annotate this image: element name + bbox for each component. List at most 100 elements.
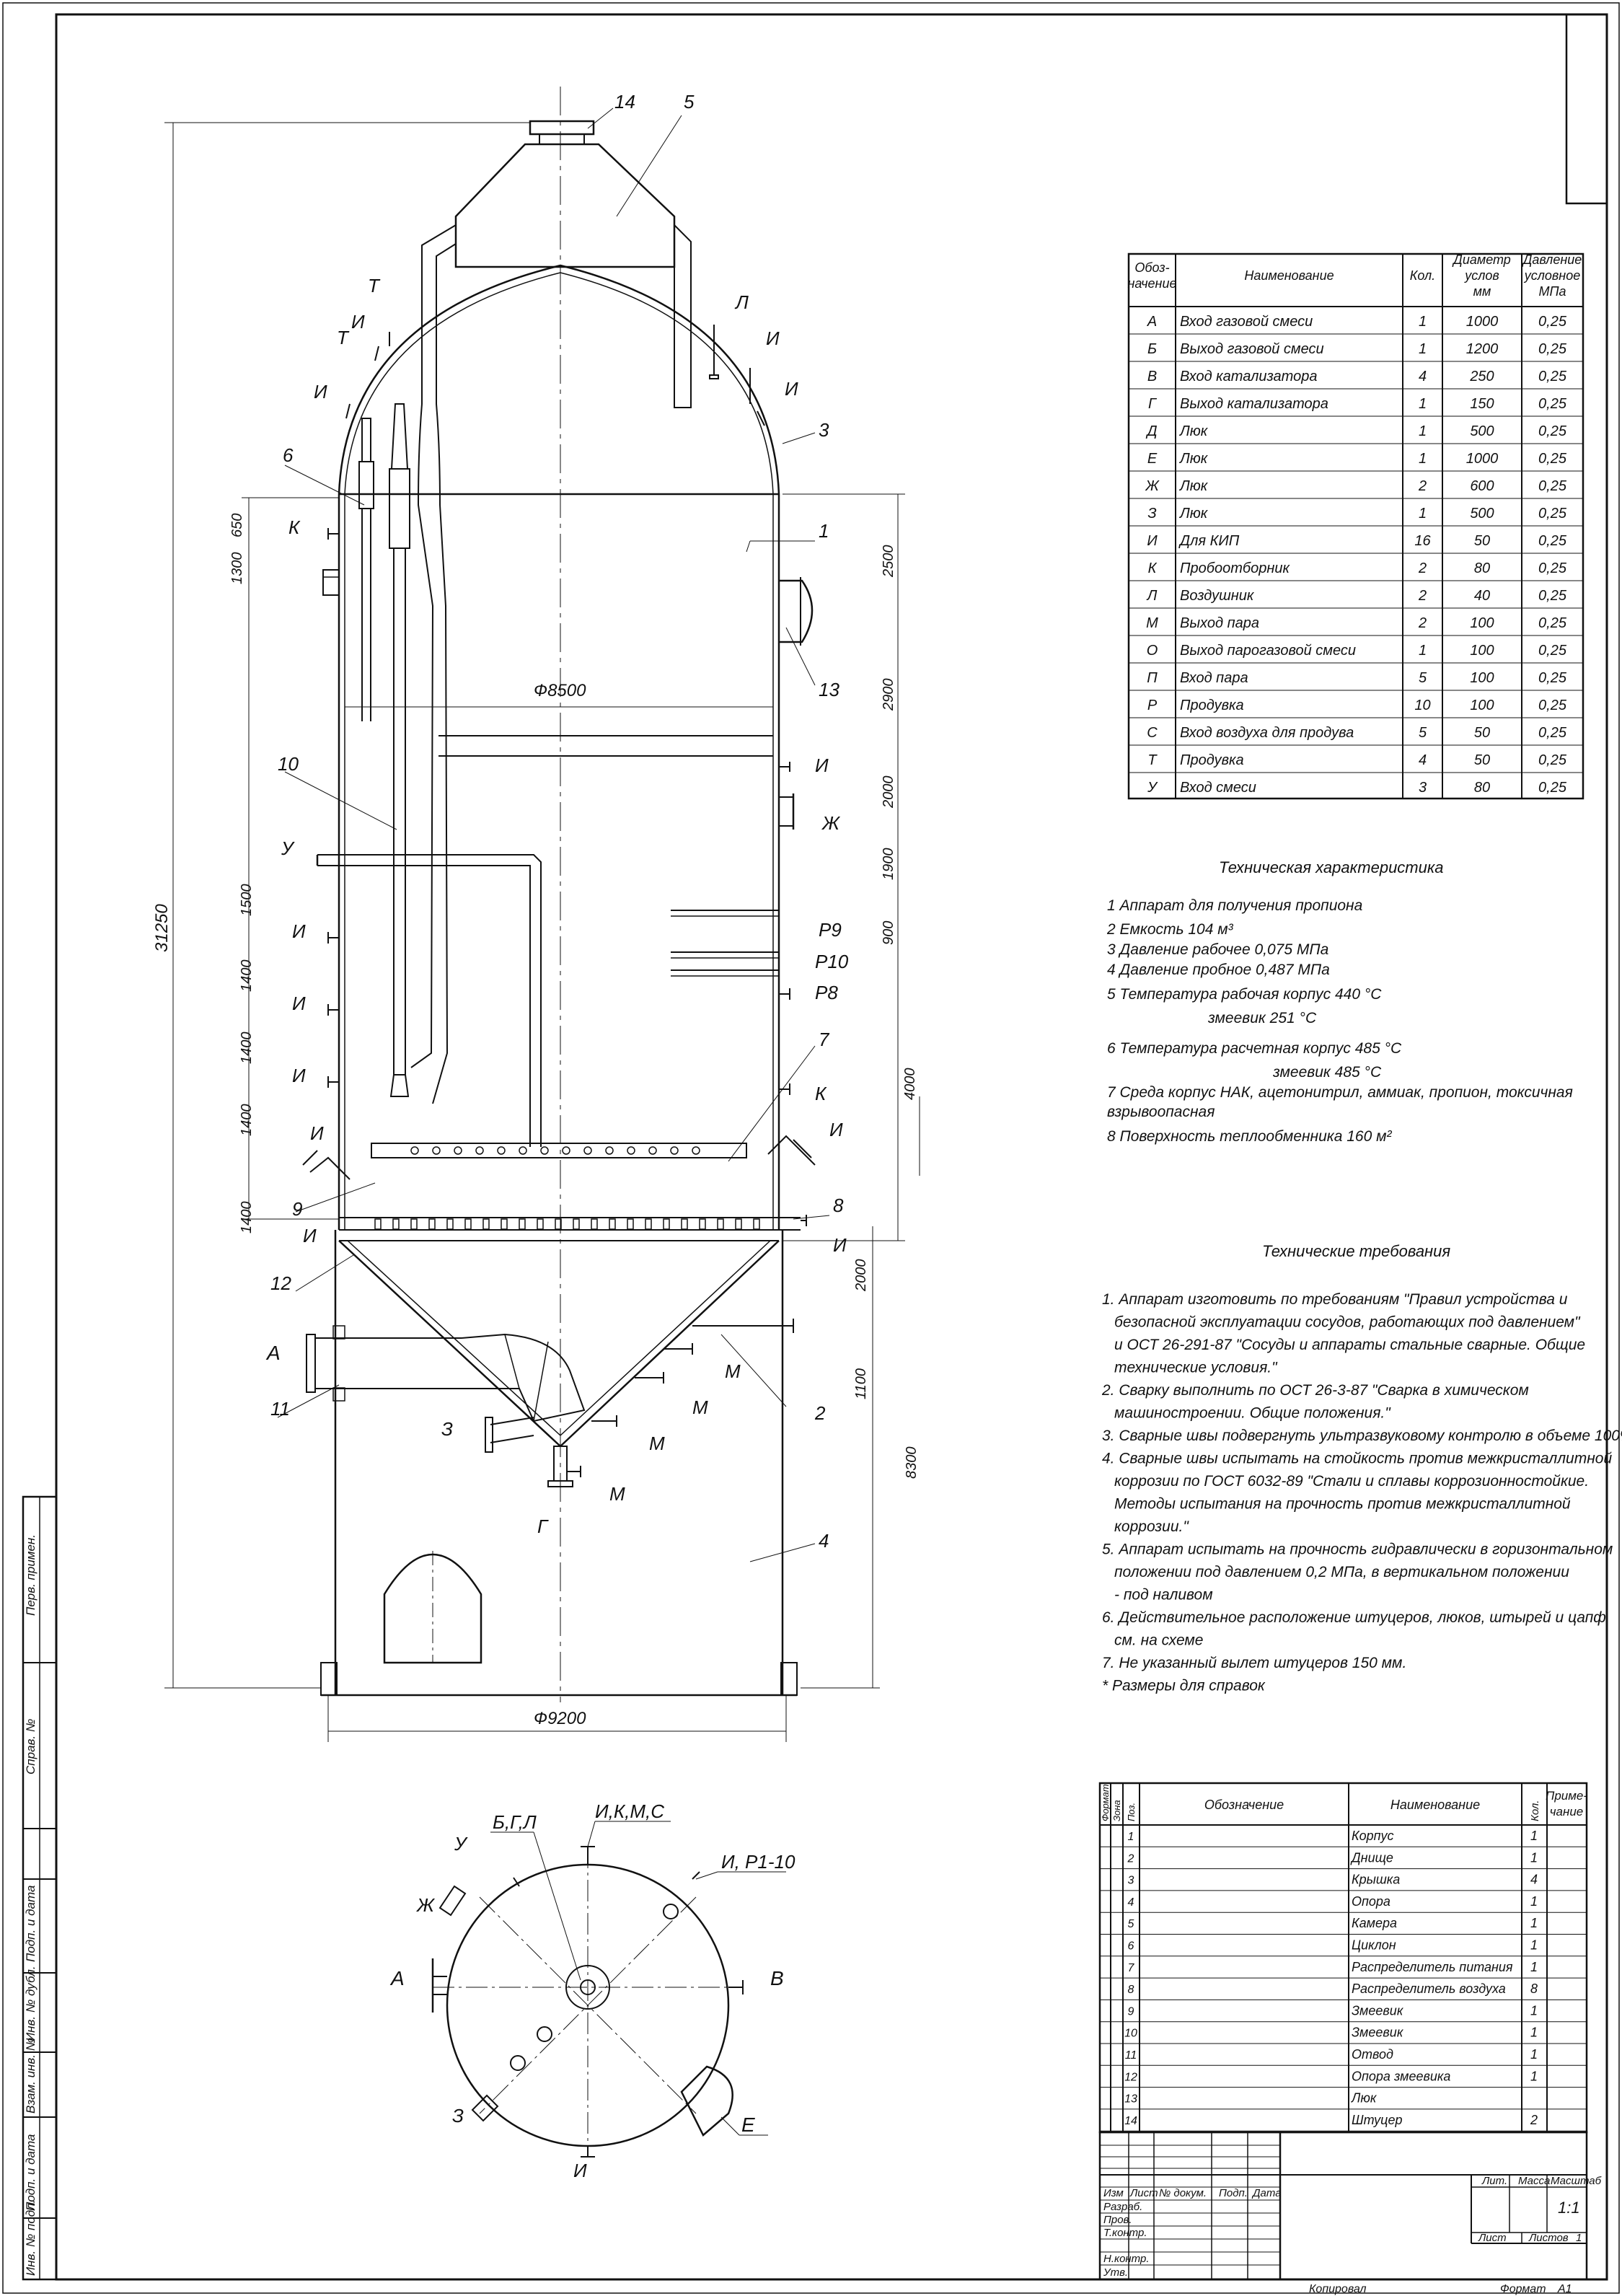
parts-header: Приме-	[1546, 1789, 1587, 1803]
nozzle-table-cell: 1000	[1466, 451, 1499, 467]
nozzle-table-cell: 0,25	[1538, 533, 1567, 549]
tech-req-line: Методы испытания на прочность против меж…	[1114, 1496, 1571, 1513]
nozzle-table-header: МПа	[1538, 284, 1566, 299]
tech-req-line: 2. Сварку выполнить по ОСТ 26-3-87 "Свар…	[1101, 1382, 1529, 1399]
nozzle-table-cell: 1	[1419, 423, 1427, 439]
title-block	[1098, 2131, 1588, 2281]
nozzle-label: И	[829, 1119, 843, 1140]
parts-name: Распределитель питания	[1352, 1960, 1513, 1974]
nozzle-table-cell: Д	[1145, 423, 1157, 439]
tb-lit: Лит.	[1481, 2175, 1507, 2187]
nozzle-table-cell: Л	[1146, 588, 1158, 604]
nozzle-table-cell: 0,25	[1538, 560, 1567, 576]
nozzle-label: З	[441, 1418, 453, 1440]
tb-format-value: А1	[1557, 2283, 1572, 2295]
nozzle-table-cell: 100	[1470, 643, 1494, 659]
nozzle-table-cell: 1	[1419, 314, 1427, 330]
nozzle-label: М	[692, 1396, 708, 1418]
nozzle-table	[1127, 252, 1584, 800]
nozzle-table-cell: Г	[1148, 396, 1158, 412]
nozzle-table-cell: М	[1146, 615, 1158, 631]
nozzle-table-cell: 2	[1418, 588, 1427, 604]
nozzle-label: И	[785, 378, 798, 400]
nozzle-table-cell: И	[1147, 533, 1158, 549]
callout-7: 7	[819, 1029, 830, 1050]
tech-char-line: 3 Давление рабочее 0,075 МПа	[1107, 941, 1328, 958]
nozzle-table-cell: Р	[1147, 698, 1158, 713]
parts-name: Змеевик	[1352, 2026, 1404, 2040]
callout-5: 5	[684, 91, 695, 113]
stamp-label: Инв. № подл.	[24, 2200, 38, 2277]
nozzle-table-cell: 500	[1470, 506, 1494, 522]
dim-right: 1900	[881, 848, 896, 881]
parts-qty: 1	[1530, 1829, 1538, 1843]
nozzle-table-cell: Выход катализатора	[1180, 396, 1328, 412]
tech-requirements: Технические требования 1. Аппарат изгото…	[1101, 1242, 1622, 1694]
tb-col: Подп.	[1219, 2187, 1248, 2199]
tech-req-line: и ОСТ 26-291-87 "Сосуды и аппараты сталь…	[1114, 1337, 1585, 1353]
parts-pos: 13	[1124, 2093, 1137, 2106]
nozzle-label: Г	[537, 1516, 549, 1537]
nozzle-table-cell: 0,25	[1538, 670, 1567, 686]
nozzle-table-cell: 100	[1470, 698, 1494, 713]
nozzle-label: И	[351, 311, 365, 333]
plan-label: Б,Г,Л	[493, 1811, 537, 1833]
dim-overall-height: 31250	[152, 904, 172, 952]
nozzle-table-cell: 2	[1418, 478, 1427, 494]
nozzle-label: Л	[734, 291, 749, 313]
nozzle-table-header: услов	[1463, 268, 1499, 283]
plan-label: В	[770, 1967, 784, 1989]
parts-header: Обозначение	[1204, 1798, 1284, 1812]
tb-scale-value: 1:1	[1558, 2199, 1580, 2217]
tech-req-title: Технические требования	[1262, 1242, 1450, 1260]
nozzle-table-cell: 80	[1474, 780, 1490, 796]
nozzle-table-cell: 1	[1419, 396, 1427, 412]
tb-col: № докум.	[1159, 2187, 1207, 2199]
callout-4: 4	[819, 1530, 829, 1552]
nozzle-table-header: Наименование	[1244, 268, 1334, 283]
plan-view-labels: Б,Г,Л И,К,М,С У И, Р1-10 Ж А В З Е И	[389, 1800, 795, 2181]
tech-char-line: 2 Емкость 104 м³	[1106, 921, 1234, 938]
nozzle-table-cell: 0,25	[1538, 314, 1567, 330]
nozzle-table-cell: 50	[1474, 533, 1490, 549]
tech-char-line: 6 Температура расчетная корпус 485 °С	[1107, 1040, 1402, 1057]
nozzle-label: И	[833, 1234, 847, 1256]
tech-req-line: 3. Сварные швы подвергнуть ультразвуково…	[1102, 1428, 1622, 1444]
nozzle-table-cell: 0,25	[1538, 369, 1567, 384]
nozzle-label: Т	[337, 327, 350, 348]
nozzle-table-cell: 0,25	[1538, 725, 1567, 741]
stamp-label: Перв. примен.	[24, 1534, 38, 1616]
nozzle-table-cell: 0,25	[1538, 451, 1567, 467]
tech-characteristics: Техническая характеристика 1 Аппарат для…	[1106, 858, 1573, 1145]
tech-req-line: коррозии по ГОСТ 6032-89 "Стали и сплавы…	[1114, 1473, 1589, 1490]
tech-req-line: - под наливом	[1114, 1587, 1213, 1604]
nozzle-label: М	[725, 1360, 741, 1382]
dimensions: 31250 Ф8500 Ф9200 650 1300 1500 1400 140…	[152, 514, 920, 1728]
nozzle-table-header: Кол.	[1410, 268, 1435, 283]
parts-name: Циклон	[1352, 1938, 1396, 1953]
parts-qty: 1	[1530, 1916, 1538, 1930]
nozzle-label: Р9	[819, 919, 842, 941]
stamp-label: Подп. и дата	[24, 2134, 38, 2211]
nozzle-table-cell: Б	[1147, 341, 1157, 357]
nozzle-table-cell: Люк	[1178, 451, 1209, 467]
parts-name: Отвод	[1352, 2047, 1393, 2062]
nozzle-table-cell: А	[1147, 314, 1157, 330]
nozzle-table-cell: Вход воздуха для продува	[1180, 725, 1354, 741]
nozzle-label: И	[303, 1225, 317, 1246]
parts-qty: 4	[1530, 1873, 1538, 1887]
parts-qty: 1	[1530, 2026, 1538, 2040]
parts-name: Штуцер	[1352, 2113, 1402, 2127]
dim-left: 1400	[239, 960, 255, 993]
callout-3: 3	[819, 419, 829, 441]
tech-req-line: коррозии."	[1114, 1518, 1189, 1535]
parts-pos: 10	[1124, 2028, 1137, 2040]
tb-col: Изм	[1103, 2187, 1124, 2199]
parts-pos: 11	[1125, 2049, 1137, 2062]
tech-req-line: 4. Сварные швы испытать на стойкость про…	[1102, 1451, 1612, 1467]
nozzle-table-cell: В	[1147, 369, 1157, 384]
nozzle-table-cell: Выход парогазовой смеси	[1180, 643, 1356, 659]
tech-char-line: взрывоопасная	[1107, 1104, 1215, 1120]
